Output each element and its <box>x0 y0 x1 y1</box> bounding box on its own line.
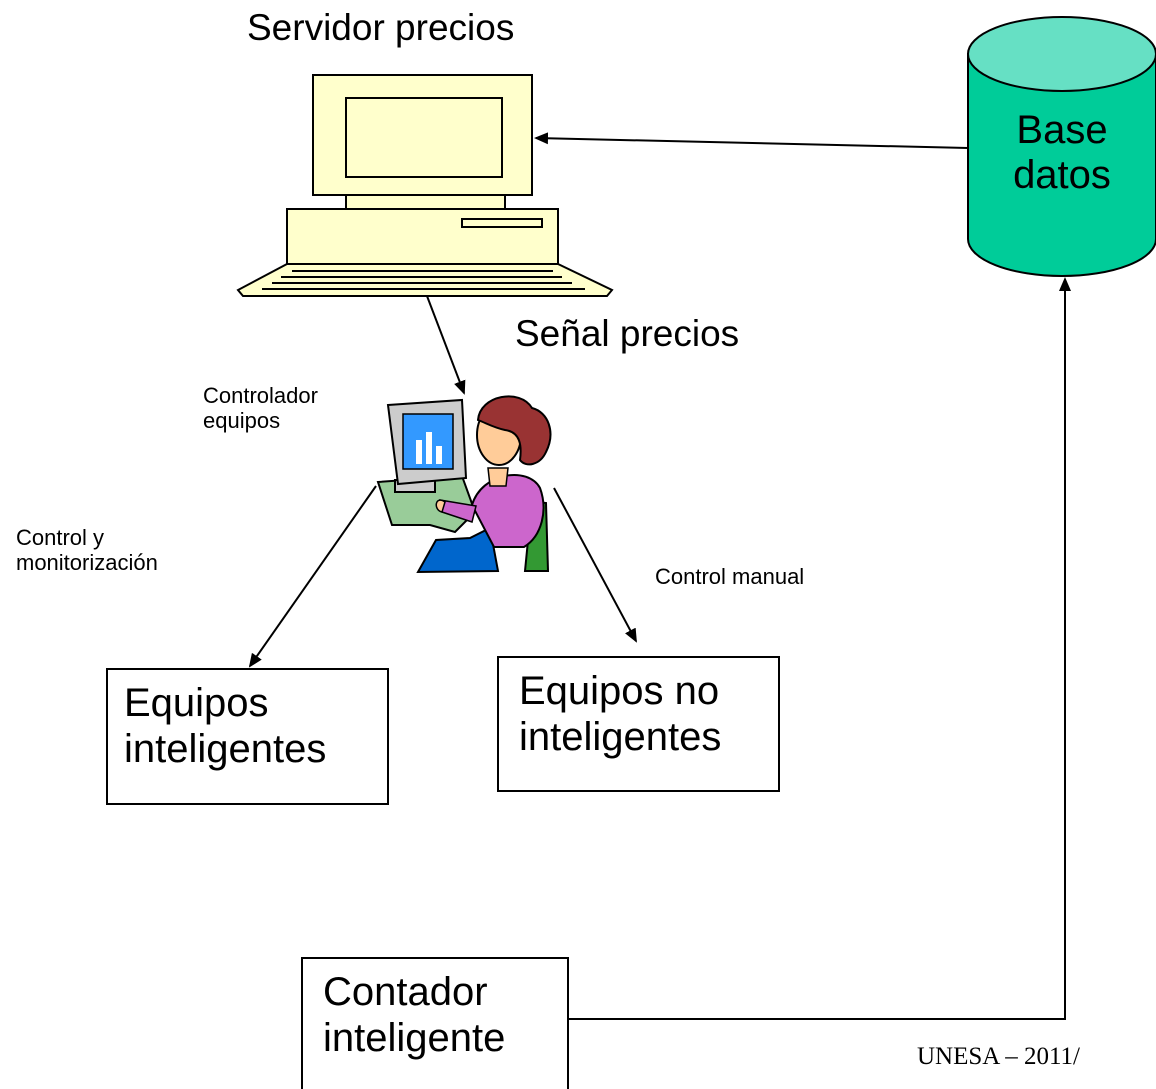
database-cylinder-icon <box>967 16 1156 277</box>
non-smart-equipment-box: Equipos no inteligentes <box>497 656 780 792</box>
smart-equipment-label: Equipos inteligentes <box>108 670 387 772</box>
smart-equipment-line1: Equipos <box>124 681 269 725</box>
non-smart-equipment-line2: inteligentes <box>519 715 722 759</box>
smart-meter-box: Contador inteligente <box>301 957 569 1089</box>
manual-control-label: Control manual <box>655 564 805 589</box>
desktop-computer-icon <box>236 74 614 297</box>
control-monitor-label: Control y monitorización <box>16 525 158 575</box>
signal-label: Señal precios <box>515 313 740 354</box>
arrow-db-to-server <box>534 132 969 149</box>
arrow-server-to-controller <box>426 295 466 395</box>
arrow-meter-to-db <box>567 277 1071 1020</box>
smart-meter-line2: inteligente <box>323 1016 506 1060</box>
non-smart-equipment-label: Equipos no inteligentes <box>499 658 778 760</box>
controller-label: Controlador equipos <box>203 383 318 433</box>
person-at-computer-icon <box>376 395 552 574</box>
smart-meter-label: Contador inteligente <box>303 959 567 1061</box>
database-label: Base datos <box>987 108 1137 198</box>
database-label-line1: Base <box>1016 108 1108 152</box>
connectors <box>248 132 1071 1020</box>
controller-label-line1: Controlador <box>203 383 318 408</box>
controller-label-line2: equipos <box>203 407 281 433</box>
database-label-line2: datos <box>1013 152 1111 197</box>
arrow-controller-to-nonsmart <box>553 487 637 643</box>
non-smart-equipment-line1: Equipos no <box>519 669 720 713</box>
control-monitor-label-line1: Control y <box>16 525 105 550</box>
server-title: Servidor precios <box>247 7 515 48</box>
smart-equipment-line2: inteligentes <box>124 727 327 771</box>
arrow-controller-to-smart <box>248 485 377 668</box>
smart-equipment-box: Equipos inteligentes <box>106 668 389 805</box>
control-monitor-label-line2: monitorización <box>16 549 158 575</box>
smart-meter-line1: Contador <box>323 970 488 1014</box>
footer-text: UNESA – 2011/ <box>917 1043 1080 1070</box>
